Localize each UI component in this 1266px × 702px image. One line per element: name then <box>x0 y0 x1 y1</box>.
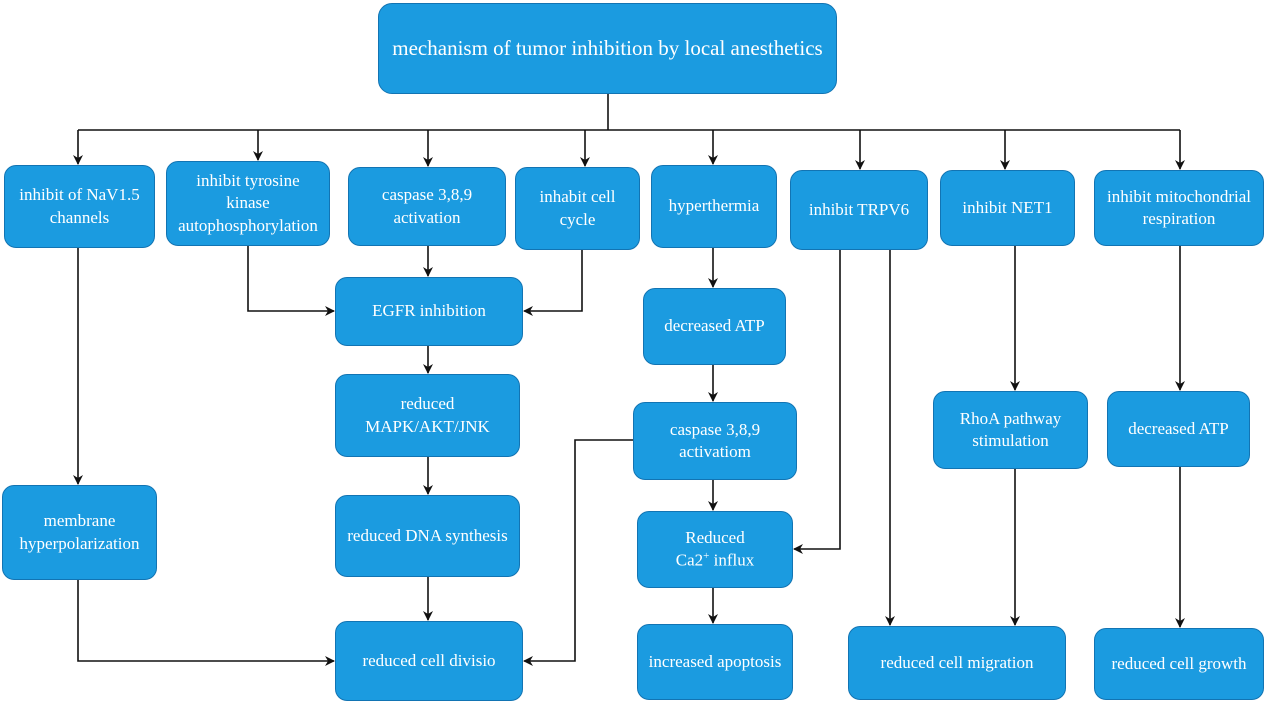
node-text: cycle <box>559 209 596 229</box>
arrow-cellcycle-egfr <box>523 250 583 316</box>
node-hyperthermia: hyperthermia <box>651 165 777 248</box>
node-rhoa: RhoA pathway stimulation <box>933 391 1088 469</box>
node-text: activatiom <box>679 442 751 461</box>
node-text: RhoA pathway <box>959 408 1062 428</box>
node-text: decreased ATP <box>1128 418 1229 438</box>
arrow-tyrosine-egfr <box>247 246 335 316</box>
node-text: inhibit mitochondrial <box>1106 186 1251 206</box>
node-atp2: decreased ATP <box>1107 391 1250 467</box>
node-text: activation <box>393 207 461 227</box>
node-text: Reduced <box>685 528 745 548</box>
node-text: autophosphorylation <box>178 215 318 235</box>
node-text: inhibit NET1 <box>962 197 1053 217</box>
node-division: reduced cell divisio <box>335 621 523 701</box>
node-trpv6: inhibit TRPV6 <box>790 170 928 250</box>
node-text: hyperthermia <box>668 196 760 216</box>
node-text: caspase 3,8,9 <box>381 185 473 205</box>
title-text: mechanism of tumor inhibition by local a… <box>392 35 823 60</box>
node-text: EGFR inhibition <box>372 301 486 321</box>
node-text: MAPK/AKT/JNK <box>365 416 490 436</box>
superscript-text: + <box>703 550 710 563</box>
node-text: influx <box>709 550 755 570</box>
node-migration: reduced cell migration <box>848 626 1066 700</box>
node-text: inhibit of NaV1.5 <box>19 185 140 205</box>
node-text: channels <box>49 207 110 227</box>
node-text: reduced <box>400 394 455 414</box>
node-text: caspase 3,8,9 <box>669 419 761 439</box>
arrow-membrane-division <box>77 580 335 666</box>
node-text: decreased ATP <box>664 316 765 336</box>
node-text: reduced cell migration <box>880 652 1034 672</box>
node-text: membrane <box>43 511 116 531</box>
node-text: Ca2 <box>675 550 704 570</box>
node-text: increased apoptosis <box>648 651 782 671</box>
node-text: hyperpolarization <box>19 533 140 553</box>
node-mito: inhibit mitochondrial respiration <box>1094 170 1264 246</box>
node-growth: reduced cell growth <box>1094 628 1264 700</box>
node-atp1: decreased ATP <box>643 288 786 365</box>
node-calcium: Reduced Ca2+ influx <box>637 511 793 588</box>
node-caspase2: caspase 3,8,9 activatiom <box>633 402 797 480</box>
node-text: reduced cell growth <box>1111 653 1247 673</box>
node-text: inhibit tyrosine <box>196 171 300 191</box>
arrow-caspase2-division <box>523 439 633 666</box>
node-net1: inhibit NET1 <box>940 170 1075 246</box>
arrow-trpv6-calcium <box>793 250 841 554</box>
title-node: mechanism of tumor inhibition by local a… <box>378 3 837 94</box>
node-text: reduced cell divisio <box>362 650 496 670</box>
node-text: respiration <box>1142 209 1216 228</box>
node-egfr: EGFR inhibition <box>335 277 523 346</box>
node-text: inhabit cell <box>539 187 616 207</box>
node-text: stimulation <box>972 431 1049 450</box>
node-text: reduced DNA synthesis <box>347 525 508 545</box>
node-dna: reduced DNA synthesis <box>335 495 520 577</box>
node-apoptosis: increased apoptosis <box>637 624 793 700</box>
node-text: inhibit TRPV6 <box>808 199 910 219</box>
node-text: kinase <box>226 193 270 213</box>
